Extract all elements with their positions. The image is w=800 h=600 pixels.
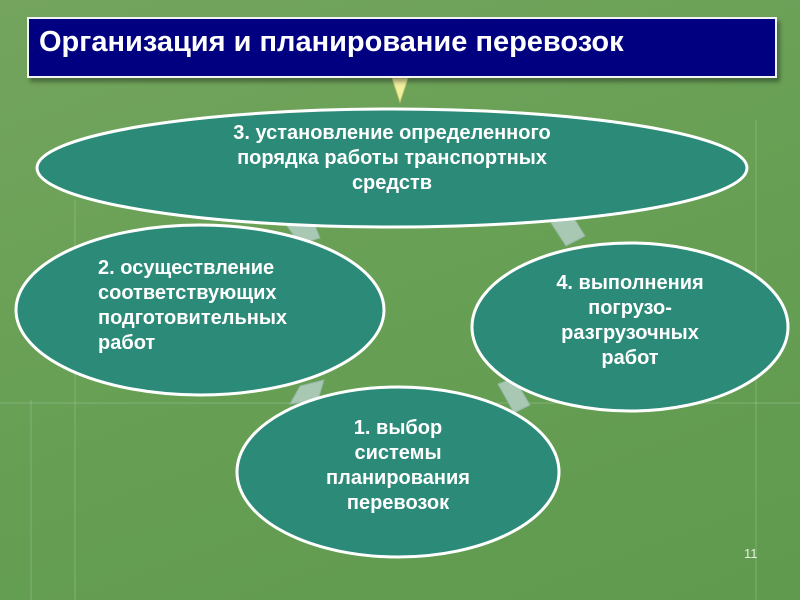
node-step1-shape (235, 385, 561, 559)
down-arrow-icon (391, 77, 409, 104)
page-title: Организация и планирование перевозок (39, 26, 624, 58)
node-step2-label: 2. осуществление соответствующих подгото… (98, 257, 288, 354)
node-step3-label: 3. установление определенного порядка ра… (233, 122, 551, 194)
page-number: 11 (744, 546, 758, 561)
title-banner: Организация и планирование перевозок (27, 17, 777, 78)
node-step2-shape (14, 223, 386, 397)
node-step4-shape (470, 241, 790, 413)
node-step1-label: 1. выбор системы планирования перевозок (326, 417, 470, 514)
node-step4-label: 4. выполнения погрузо- разгрузочных рабо… (556, 272, 704, 369)
node-step3-shape (35, 107, 749, 229)
decorative-line (30, 400, 32, 600)
decorative-line (74, 200, 76, 600)
